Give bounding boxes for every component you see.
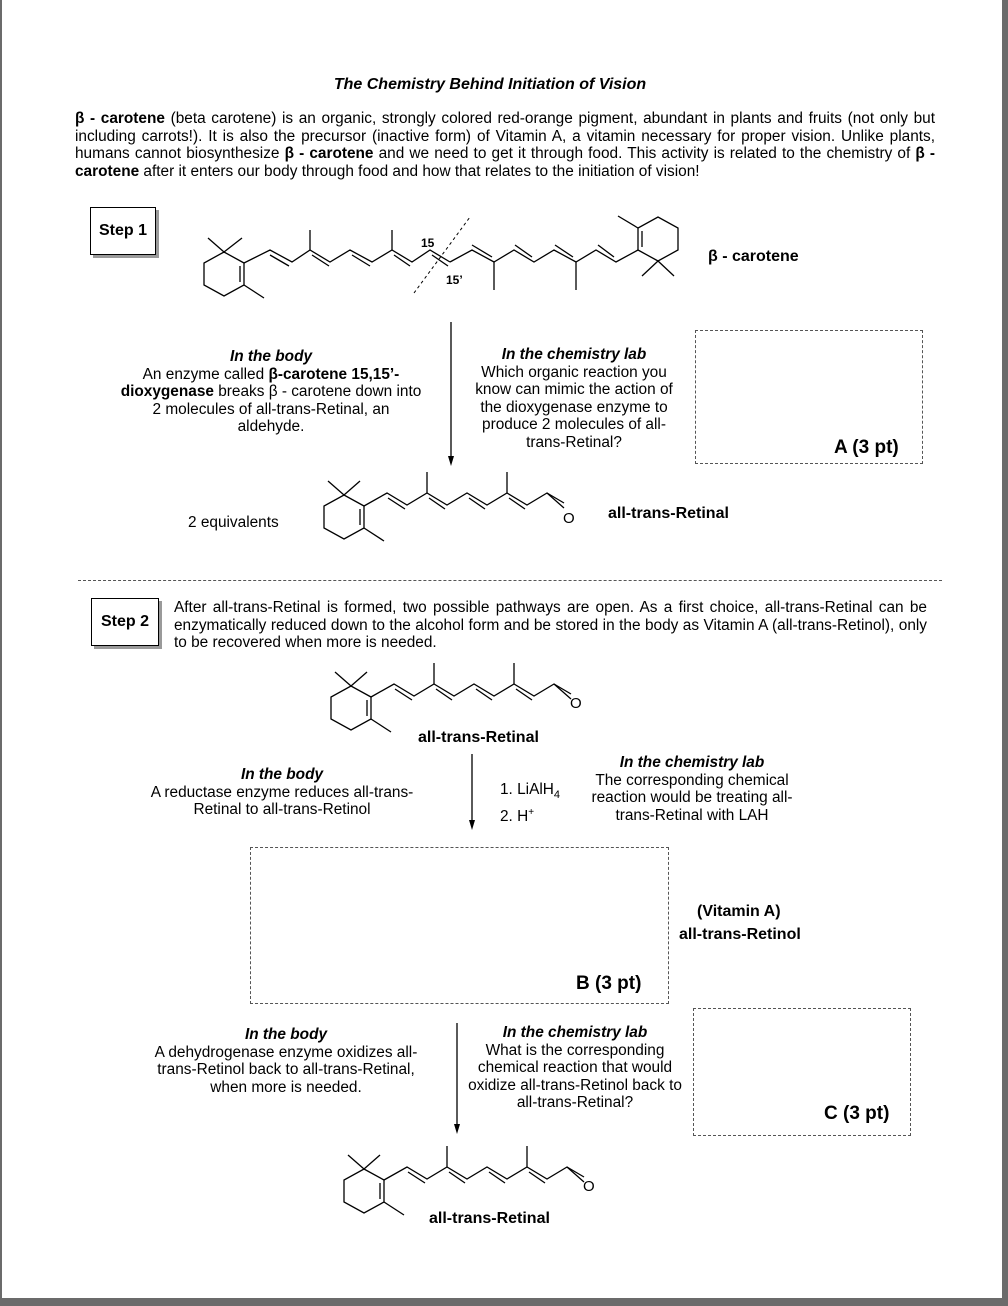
step2-text: After all-trans-Retinal is formed, two p… (174, 599, 927, 651)
step2-lab2-heading: In the chemistry lab (502, 1024, 648, 1041)
step1-lab-question: Which organic reaction you know can mimi… (475, 363, 673, 451)
step2-body2-description: A dehydrogenase enzyme oxidizes all-tran… (154, 1043, 418, 1096)
step2-lab2-text: In the chemistry lab What is the corresp… (466, 1024, 684, 1112)
reagents: 1. LiAlH4 2. H+ (500, 781, 560, 826)
step1-label-box: Step 1 (90, 207, 156, 255)
double-bond (311, 254, 330, 267)
intro-term: β - carotene (284, 145, 374, 162)
step2-lab2-question: What is the corresponding chemical react… (468, 1041, 682, 1112)
reagent-1-subscript: 4 (553, 789, 561, 802)
bond (637, 216, 679, 262)
step2-label-box: Step 2 (91, 598, 159, 646)
retinal-label: all-trans-Retinal (608, 505, 729, 522)
step1-body-part: breaks β - carotene down into 2 molecule… (152, 383, 422, 435)
step2-body1-heading: In the body (240, 766, 324, 783)
double-bond (431, 254, 449, 267)
step2-label: Step 2 (100, 613, 149, 630)
section-divider (78, 580, 942, 581)
double-bond (554, 244, 574, 258)
reagent-line-2: 2. H+ (500, 804, 560, 826)
reagent-1: 1. LiAlH (500, 781, 554, 798)
step1-lab-text: In the chemistry lab Which organic react… (468, 346, 680, 451)
position-15-prime-label: 15’ (446, 273, 463, 287)
double-bond (597, 244, 615, 258)
bond (641, 260, 659, 277)
polyene-chain (243, 249, 451, 264)
step2-body2-heading: In the body (244, 1026, 328, 1043)
answer-box-c[interactable] (693, 1008, 911, 1136)
retinol-label: all-trans-Retinol (679, 926, 801, 943)
double-bond (393, 254, 411, 267)
intro-text: after it enters our body through food an… (139, 162, 700, 180)
bond (657, 260, 675, 277)
double-bond (351, 254, 371, 267)
polyene-chain (449, 249, 639, 263)
position-15-label: 15 (421, 236, 435, 250)
step1-body-text: In the body An enzyme called β-carotene … (120, 348, 422, 436)
step2-lab1-text: In the chemistry lab The corresponding c… (584, 754, 800, 824)
enzyme-name: β-carotene 15,15’-dioxygenase (120, 365, 400, 401)
step2-body2-text: In the body A dehydrogenase enzyme oxidi… (140, 1026, 432, 1096)
double-bond (514, 244, 533, 258)
oxygen-atom: O (563, 510, 575, 527)
equivalents-label: 2 equivalents (188, 514, 279, 531)
vitamin-a-label: (Vitamin A) (697, 903, 781, 920)
double-bond (471, 244, 493, 258)
answer-box-b-label: B (3 pt) (576, 973, 642, 994)
intro-paragraph: β - carotene (beta carotene) is an organ… (75, 110, 935, 180)
step2-body1-text: In the body A reductase enzyme reduces a… (137, 766, 427, 819)
step2-lab1-heading: In the chemistry lab (619, 754, 765, 771)
intro-text: and we need to get it through food. This… (373, 145, 916, 162)
reagent-line-1: 1. LiAlH4 (500, 781, 560, 804)
step1-body-part: An enzyme called (142, 365, 269, 383)
bond (243, 284, 265, 299)
intro-text: (beta carotene) is an organic, strongly … (75, 110, 935, 162)
bond (223, 237, 243, 253)
step1-body-heading: In the body (229, 348, 313, 365)
intro-term: β - carotene (75, 110, 165, 127)
answer-box-c-label: C (3 pt) (824, 1103, 890, 1124)
step1-label: Step 1 (98, 222, 147, 239)
page-title: The Chemistry Behind Initiation of Visio… (333, 76, 647, 93)
oxygen-atom: O (583, 1178, 595, 1195)
double-bond (269, 254, 290, 267)
answer-box-a[interactable] (695, 330, 923, 464)
oxygen-atom: O (570, 695, 582, 712)
answer-box-b[interactable] (250, 847, 669, 1004)
answer-box-a-label: A (3 pt) (834, 437, 899, 458)
step2-lab1-description: The corresponding chemical reaction woul… (591, 771, 793, 824)
beta-carotene-label: β - carotene (708, 248, 799, 265)
retinal-label: all-trans-Retinal (418, 729, 539, 746)
bond (617, 215, 639, 229)
bond (203, 251, 245, 297)
step1-lab-heading: In the chemistry lab (501, 346, 647, 363)
reagent-2: 2. H (500, 808, 529, 826)
bond (207, 237, 225, 253)
step2-body1-description: A reductase enzyme reduces all-trans-Ret… (150, 783, 414, 819)
retinal-label: all-trans-Retinal (429, 1210, 550, 1227)
reagent-2-superscript: + (528, 807, 535, 819)
intro-term: β - carotene (75, 145, 936, 180)
